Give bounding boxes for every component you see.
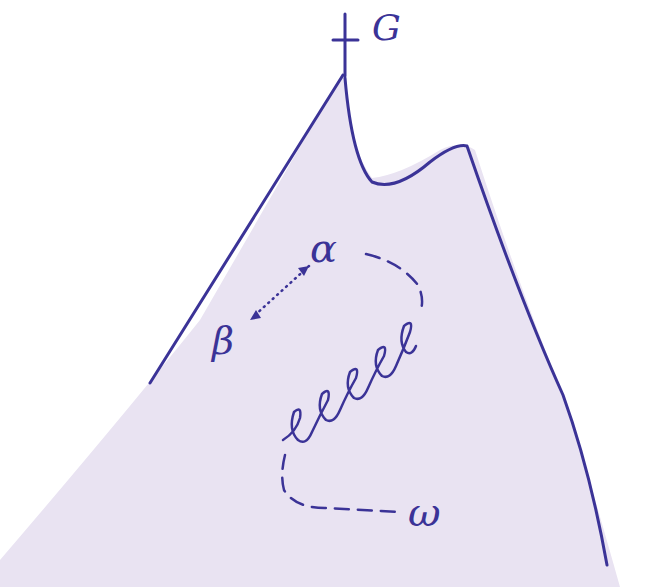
mountain-fill	[0, 72, 620, 587]
greek-letter-label: α	[310, 228, 337, 268]
cross-horizontal	[333, 39, 358, 42]
mountain-right-slope	[345, 78, 607, 565]
arrow-head	[250, 310, 261, 320]
dashed-path	[282, 455, 400, 512]
arrow-head	[298, 266, 309, 276]
greek-letter-label: ω	[408, 492, 441, 532]
cross-vertical	[344, 14, 347, 76]
greek-letter-label: G	[372, 10, 401, 46]
dashed-path	[366, 254, 422, 312]
dotted-arrow	[254, 266, 309, 316]
mountain-left-slope	[150, 75, 343, 383]
greek-letter-label: β	[212, 322, 234, 360]
squiggle-scribble	[283, 323, 416, 442]
